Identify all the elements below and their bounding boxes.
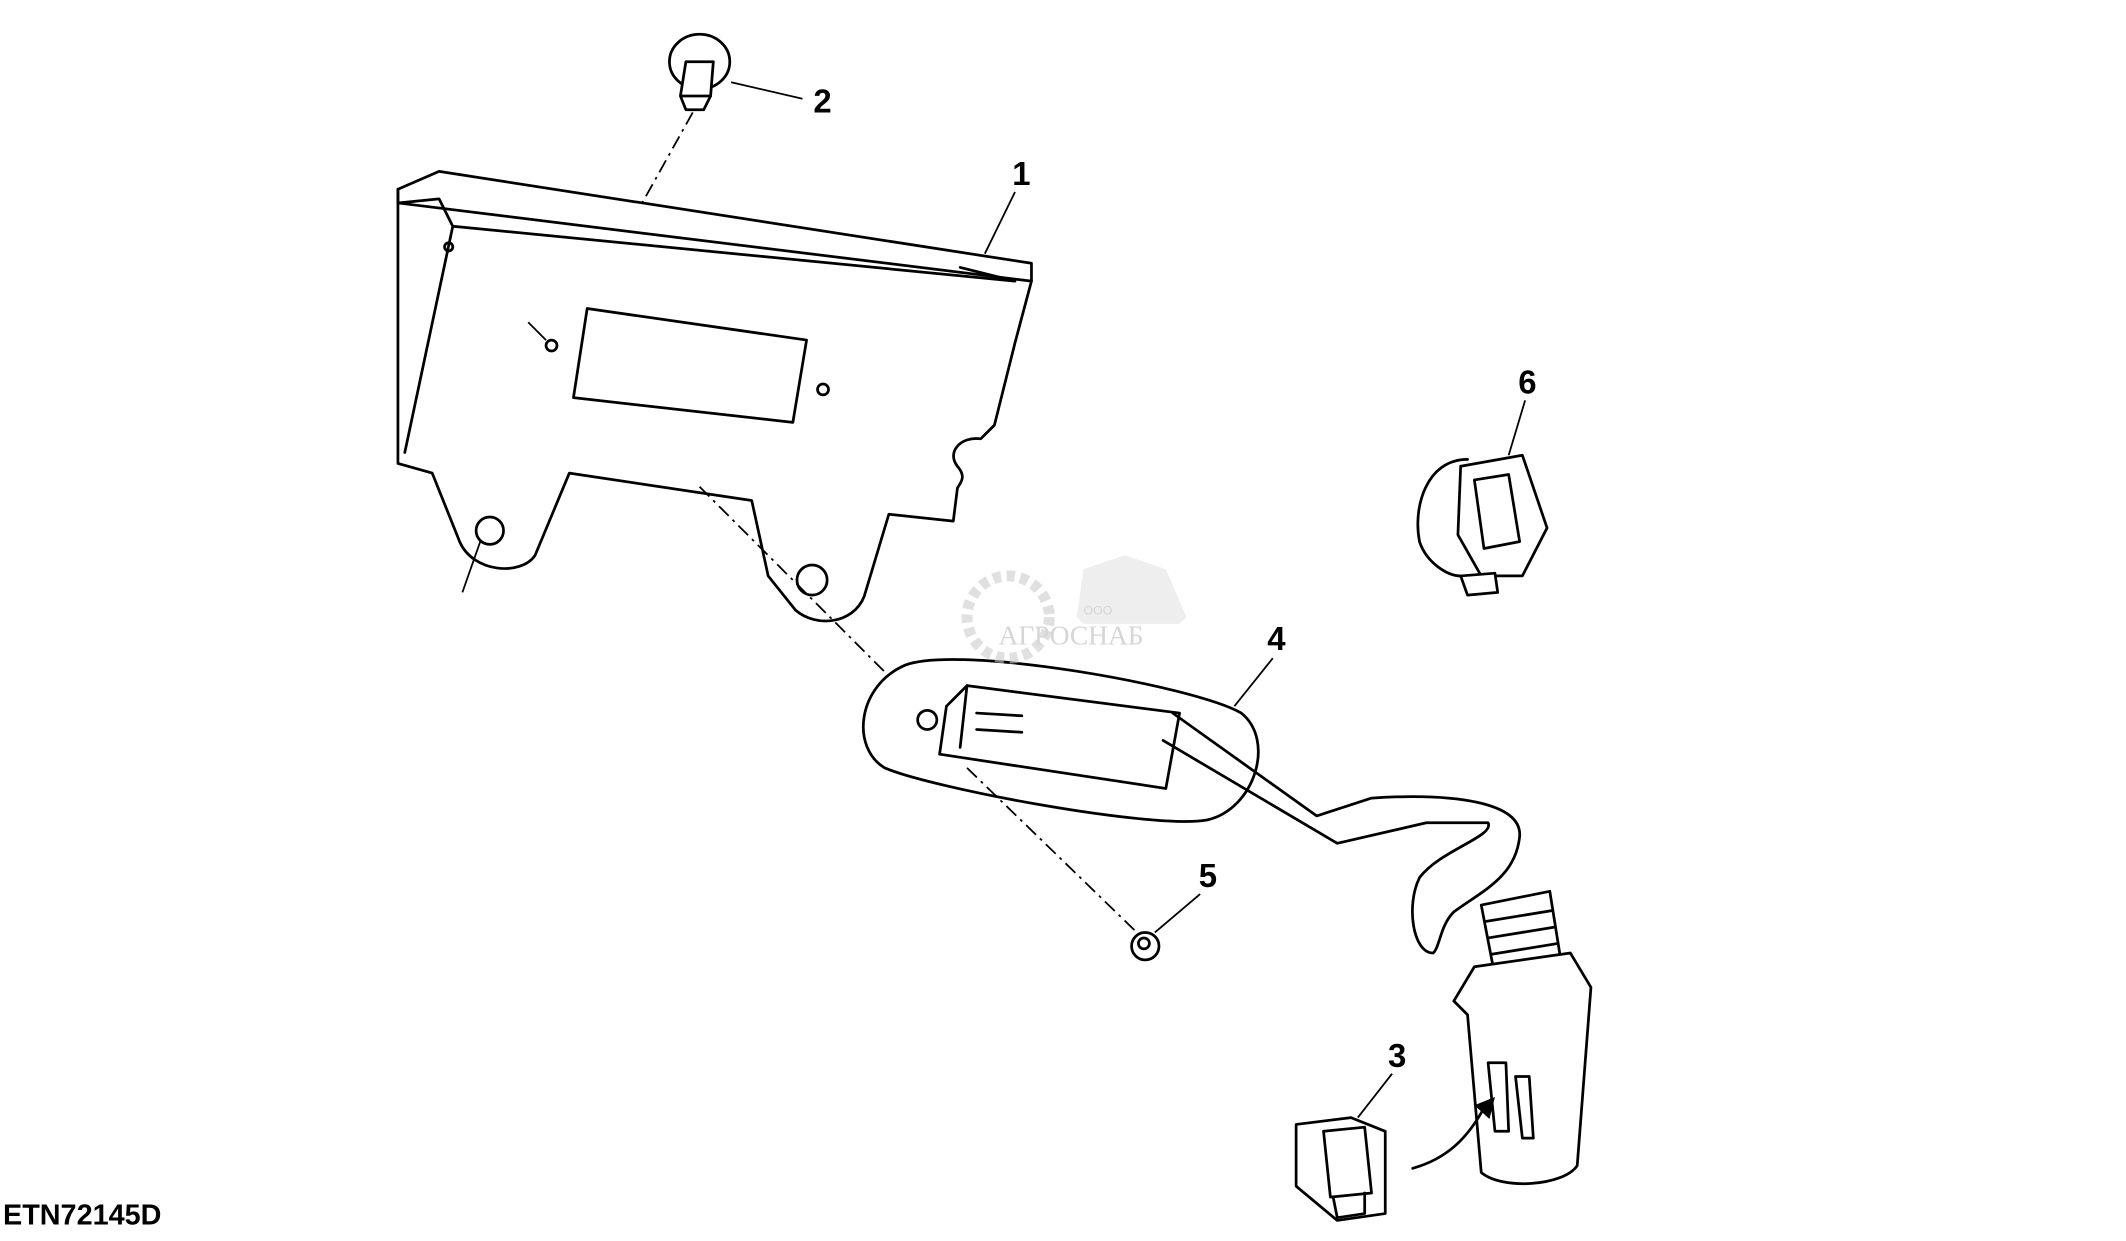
part-5-nut xyxy=(1130,931,1161,962)
watermark-prefix: ООО xyxy=(1084,603,1113,617)
part-6-clip xyxy=(1416,453,1549,597)
part-4-sensor-harness xyxy=(862,658,1593,1186)
figure-id: ETN72145D xyxy=(3,1200,161,1232)
callout-6: 6 xyxy=(1518,364,1536,401)
leader-2 xyxy=(730,81,803,100)
leader-6 xyxy=(1507,400,1526,456)
callout-5: 5 xyxy=(1199,857,1217,894)
bolt-axis-line xyxy=(639,112,694,207)
callout-4: 4 xyxy=(1267,620,1286,657)
watermark-name: АГРОСНАБ xyxy=(999,620,1144,650)
callout-3: 3 xyxy=(1388,1037,1406,1074)
callout-2: 2 xyxy=(813,82,831,119)
leader-1 xyxy=(984,191,1016,255)
leader-4 xyxy=(1233,657,1274,707)
part-2-bolt xyxy=(668,32,732,112)
part-3-terminal-lock xyxy=(1294,1097,1495,1222)
watermark-logo: ООО АГРОСНАБ xyxy=(961,555,1187,664)
part-1-bracket xyxy=(396,170,1033,623)
callout-1: 1 xyxy=(1012,155,1030,192)
mount-axis-line-2 xyxy=(966,767,1142,938)
leader-3 xyxy=(1357,1073,1393,1119)
leader-5 xyxy=(1154,893,1201,934)
